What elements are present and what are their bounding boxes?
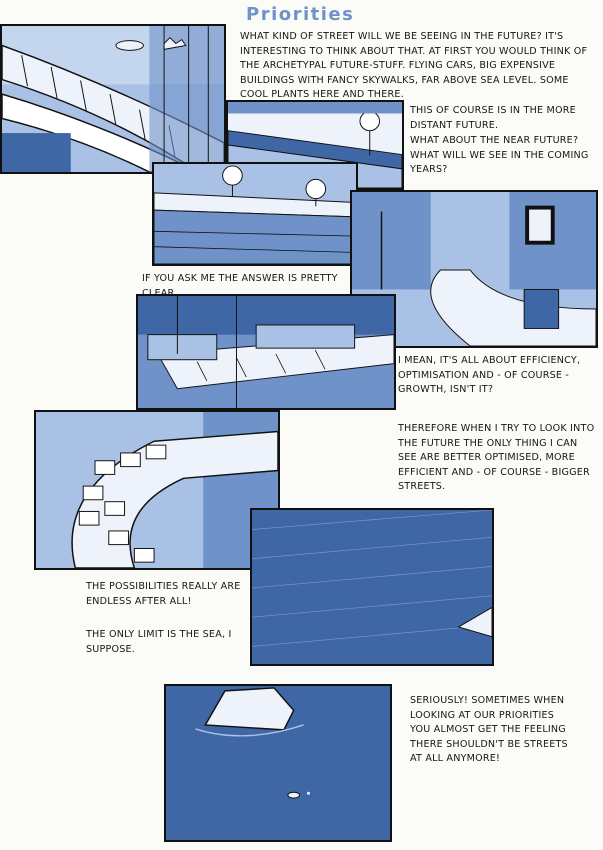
panel-overpass-cars bbox=[34, 410, 280, 570]
planters-illustration bbox=[154, 164, 356, 264]
caption-answer: If you ask me the answer is pretty clear… bbox=[142, 273, 338, 299]
panel-highway-planters bbox=[152, 162, 358, 266]
skywalk-illustration bbox=[2, 26, 224, 172]
caption-efficiency: I mean, it's all about efficiency, optim… bbox=[398, 355, 581, 395]
caption-seriously: Seriously! Sometimes when looking at our… bbox=[410, 695, 568, 764]
panel-train-tracks bbox=[136, 294, 396, 410]
panel-rock-sea bbox=[164, 684, 392, 842]
page-title: Priorities bbox=[246, 4, 355, 25]
caption-therefore: Therefore when I try to look into the fu… bbox=[398, 423, 595, 492]
train-illustration bbox=[138, 296, 394, 408]
caption-possibilities: The possibilities really are endless aft… bbox=[86, 581, 241, 607]
sea-illustration bbox=[252, 510, 492, 664]
caption-distant-2: What about the near future? What will we… bbox=[410, 135, 589, 175]
panel-curving-street bbox=[350, 190, 598, 348]
street-illustration bbox=[352, 192, 596, 346]
caption-distant-1: This of course is in the more distant fu… bbox=[410, 105, 576, 131]
rock-illustration bbox=[166, 686, 390, 840]
caption-limit: The only limit is the sea, I suppose. bbox=[86, 629, 232, 655]
panel-sea bbox=[250, 508, 494, 666]
caption-intro: What kind of street will we be seeing in… bbox=[240, 31, 588, 100]
panel-skywalk bbox=[0, 24, 226, 174]
overpass-illustration bbox=[36, 412, 278, 568]
